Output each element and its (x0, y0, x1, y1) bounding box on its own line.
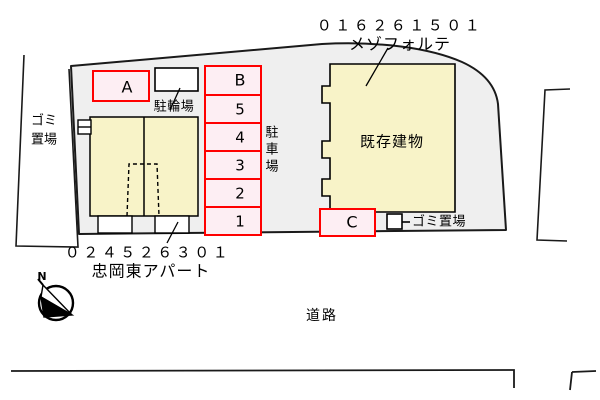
subject-property-code: ０２４５２６３０１ (65, 244, 232, 262)
left-boundary-line (15, 54, 79, 248)
parking-area-label-char3: 場 (265, 160, 278, 175)
parking-stall-column: B 5 4 3 2 1 (204, 65, 262, 236)
parking-stall-5[interactable] (204, 94, 262, 124)
unit-block-a[interactable] (92, 70, 150, 102)
trash-area-label-right: ゴミ置場 (412, 214, 466, 230)
trash-area-label-left-line2: 置場 (31, 133, 57, 148)
parking-stall-2[interactable] (204, 178, 262, 208)
parking-stall-label-2: 2 (235, 185, 245, 203)
parking-stall-label-b: B (235, 71, 246, 90)
parking-area-label-char2: 車 (265, 143, 278, 158)
subject-property-name: 忠岡東アパート (92, 262, 211, 281)
existing-property-code: ０１６２６１５０１ (317, 17, 484, 35)
apartment-stair-dashed (126, 163, 160, 217)
apartment-entrance-right (154, 215, 190, 234)
parking-stall-label-5: 5 (235, 101, 245, 119)
existing-building-leader-line (365, 47, 389, 87)
parking-stall-4[interactable] (204, 122, 262, 152)
parking-stall-1[interactable] (204, 206, 262, 236)
existing-property-name: メゾフォルテ (349, 35, 451, 54)
existing-building-label: 既存建物 (360, 133, 424, 151)
parking-area-label-char1: 駐 (265, 126, 278, 141)
apartment-entrance-left (97, 215, 133, 234)
compass-needle-dark (40, 295, 75, 318)
trash-area-box-right (386, 213, 403, 230)
apartment-leader-line (166, 221, 179, 244)
unit-label-a: A (122, 78, 133, 97)
compass-north-label: N (37, 270, 46, 283)
right-boundary-line (536, 88, 571, 242)
road-edge-line-right-top (571, 370, 597, 373)
road-edge-line-main (10, 369, 515, 388)
bicycle-parking-leader-line (169, 87, 181, 111)
bicycle-parking-box (154, 67, 199, 92)
parking-stall-label-4: 4 (235, 129, 245, 147)
parking-stall-label-1: 1 (235, 213, 245, 231)
compass-rose: N (37, 270, 75, 322)
bicycle-parking-label: 駐輪場 (154, 99, 195, 115)
road-label: 道路 (306, 308, 338, 324)
parking-stall-3[interactable] (204, 150, 262, 180)
parking-stall-b[interactable] (204, 65, 262, 96)
unit-block-c[interactable] (319, 208, 376, 237)
unit-label-c: C (346, 213, 357, 232)
compass-needle-tail (37, 278, 44, 286)
parking-stall-label-3: 3 (235, 157, 245, 175)
road-edge-line-right (569, 371, 573, 391)
trash-area-label-left-line1: ゴミ (31, 113, 57, 129)
